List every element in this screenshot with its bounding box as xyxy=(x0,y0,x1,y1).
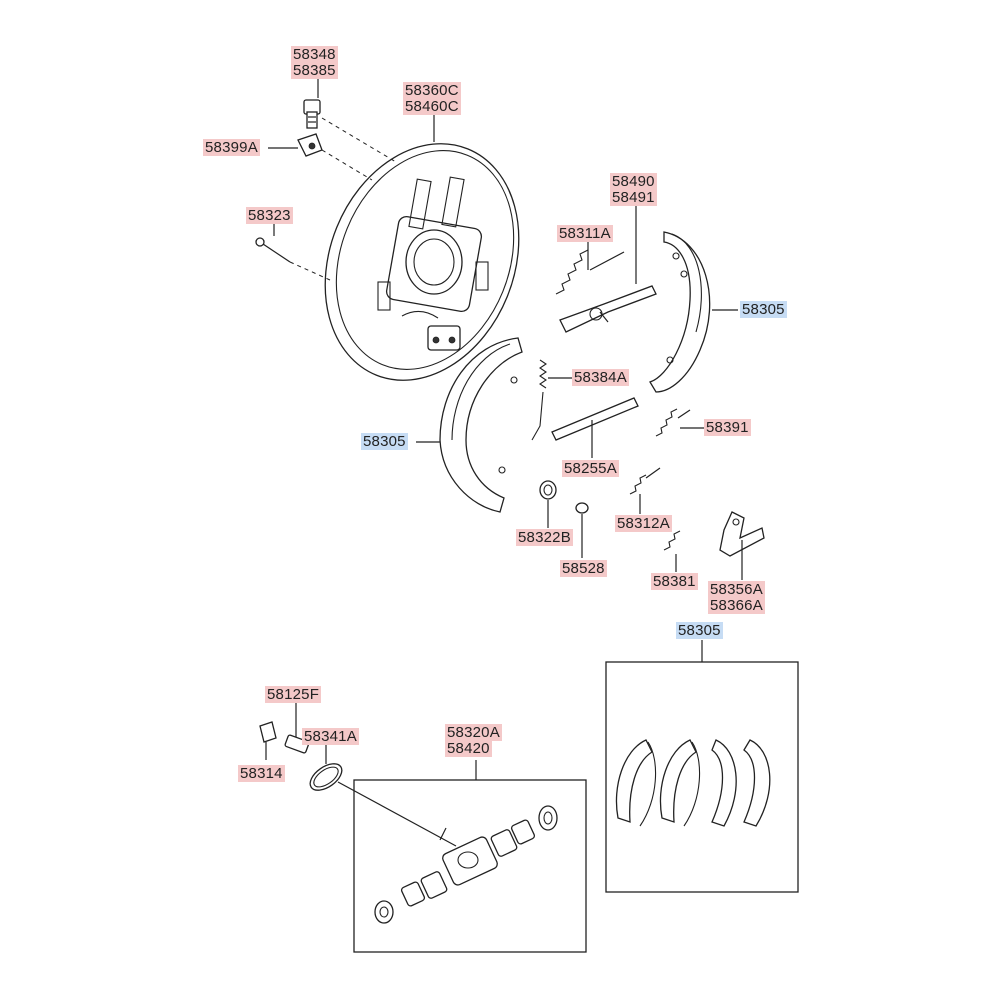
label-58323: 58323 xyxy=(246,207,293,224)
bleeder-parts xyxy=(259,702,343,791)
adjuster-58490 xyxy=(559,285,657,333)
spring-58312A xyxy=(629,467,661,495)
spring-58384A xyxy=(531,359,547,441)
cup-58322B xyxy=(539,480,557,500)
label-58314: 58314 xyxy=(238,765,285,782)
label-58125F: 58125F xyxy=(265,686,322,703)
label-58391: 58391 xyxy=(704,419,751,436)
spring-58381 xyxy=(663,530,681,551)
spring-58311A xyxy=(555,249,625,295)
label-58528: 58528 xyxy=(560,560,607,577)
leader-lines xyxy=(268,79,743,662)
strut-58255A xyxy=(551,397,639,441)
label-58356A: 58356A xyxy=(708,581,765,598)
lever-58356A xyxy=(719,511,765,557)
label-58366A: 58366A xyxy=(708,597,765,614)
label-58320A: 58320A xyxy=(445,724,502,741)
hold-down-pin-58323 xyxy=(255,237,291,263)
label-58305-right-shoe: 58305 xyxy=(740,301,787,318)
label-58348: 58348 xyxy=(291,46,338,63)
label-58312A: 58312A xyxy=(615,515,672,532)
label-58255A: 58255A xyxy=(562,460,619,477)
label-58420: 58420 xyxy=(445,740,492,757)
label-58381: 58381 xyxy=(651,573,698,590)
wheel-cylinder-box xyxy=(337,760,587,953)
spring-58391 xyxy=(655,408,691,437)
shoe-kit-box xyxy=(605,661,799,893)
brake-shoe-left xyxy=(439,337,523,513)
label-58490: 58490 xyxy=(610,173,657,190)
backing-plate xyxy=(324,143,520,381)
label-58384A: 58384A xyxy=(572,369,629,386)
clip-58399A xyxy=(297,133,323,157)
label-58360C: 58360C xyxy=(403,82,461,99)
label-58491: 58491 xyxy=(610,189,657,206)
label-58385: 58385 xyxy=(291,62,338,79)
brake-shoe-right xyxy=(649,231,711,393)
label-58399A: 58399A xyxy=(203,139,260,156)
label-58305-kit: 58305 xyxy=(676,622,723,639)
bolt-58348 xyxy=(303,99,321,129)
label-58322B: 58322B xyxy=(516,529,573,546)
washer-58528 xyxy=(575,502,589,514)
label-58341A: 58341A xyxy=(302,728,359,745)
label-58311A: 58311A xyxy=(557,225,613,242)
label-58305-left-shoe: 58305 xyxy=(361,433,408,450)
label-58460C: 58460C xyxy=(403,98,461,115)
